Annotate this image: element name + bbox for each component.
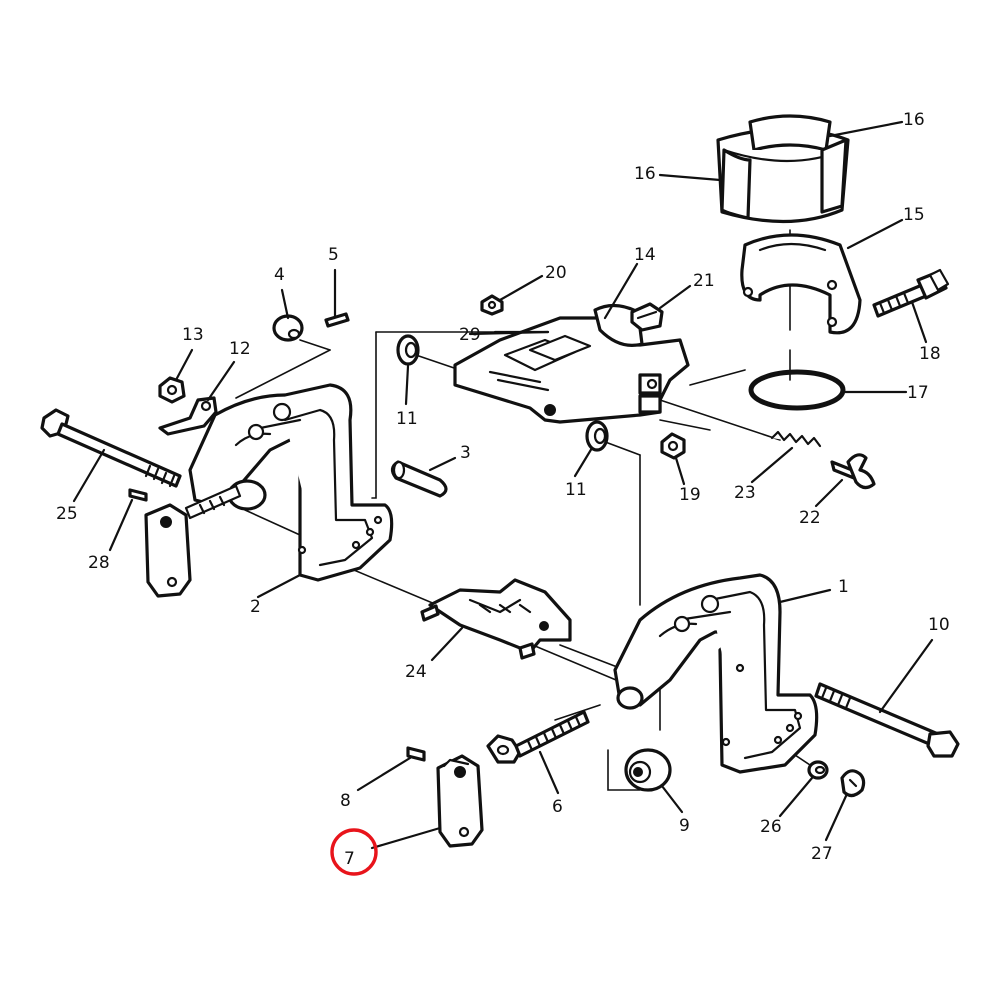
callout-11b: 11	[565, 480, 587, 500]
callout-29: 29	[459, 325, 481, 345]
part-23-spring	[770, 430, 822, 448]
part-20-nut	[480, 294, 504, 316]
callout-27: 27	[811, 844, 833, 864]
part-25-long-bolt	[40, 408, 182, 488]
callout-20: 20	[545, 263, 567, 283]
callout-3: 3	[460, 443, 471, 463]
callout-18: 18	[919, 344, 941, 364]
callout-25: 25	[56, 504, 78, 524]
callout-4: 4	[274, 265, 285, 285]
part-2-lever	[144, 484, 242, 598]
part-12-plate	[158, 396, 218, 436]
part-19-nut	[660, 432, 686, 460]
part-14-swivel-bracket	[453, 303, 690, 424]
part-18-bolt	[872, 268, 950, 318]
callout-8: 8	[340, 791, 351, 811]
part-17-o-ring	[748, 369, 846, 411]
part-11-bushing-b	[585, 420, 609, 452]
part-22-wing-screw	[830, 453, 876, 490]
part-28-pin	[128, 488, 148, 502]
callout-26: 26	[760, 817, 782, 837]
callout-2: 2	[250, 597, 261, 617]
callout-11a: 11	[396, 409, 418, 429]
part-16-sleeve	[716, 114, 850, 224]
part-24-yoke	[420, 578, 572, 660]
part-8-pin	[406, 746, 426, 762]
callout-23: 23	[734, 483, 756, 503]
callout-22: 22	[799, 508, 821, 528]
part-5-pin	[324, 312, 350, 328]
callout-1: 1	[838, 577, 849, 597]
part-26-washer	[807, 760, 829, 780]
part-13-nut	[158, 376, 186, 404]
callout-16b: 16	[634, 164, 656, 184]
part-3-pin	[390, 460, 448, 498]
part-7-lever	[436, 754, 484, 848]
callout-24: 24	[405, 662, 427, 682]
callout-28: 28	[88, 553, 110, 573]
callout-leaders	[72, 120, 934, 850]
callout-14: 14	[634, 245, 656, 265]
part-2-stern-bracket	[188, 383, 394, 582]
part-1-stern-bracket	[613, 573, 819, 774]
callout-21: 21	[693, 271, 715, 291]
part-4-knob	[272, 314, 304, 342]
callout-7: 7	[344, 849, 355, 869]
callout-19: 19	[679, 485, 701, 505]
callout-labels: 1 2 3 4 5 6 7 8 9 10 11 11 12 13 14 15 1…	[56, 110, 950, 869]
callout-9: 9	[679, 816, 690, 836]
callout-12: 12	[229, 339, 251, 359]
callout-16a: 16	[903, 110, 925, 130]
callout-10: 10	[928, 615, 950, 635]
callout-17: 17	[907, 383, 929, 403]
part-11-bushing-a	[396, 334, 420, 366]
callout-5: 5	[328, 245, 339, 265]
callout-15: 15	[903, 205, 925, 225]
part-6-clamp-screw	[486, 710, 590, 764]
highlight-circle	[330, 828, 378, 876]
part-9-pad	[624, 748, 672, 792]
callout-6: 6	[552, 797, 563, 817]
callout-13: 13	[182, 325, 204, 345]
part-15-clamp	[740, 233, 862, 335]
part-27-wing-nut	[840, 769, 866, 798]
part-21-cap	[630, 302, 664, 332]
part-10-bolt	[814, 682, 960, 758]
